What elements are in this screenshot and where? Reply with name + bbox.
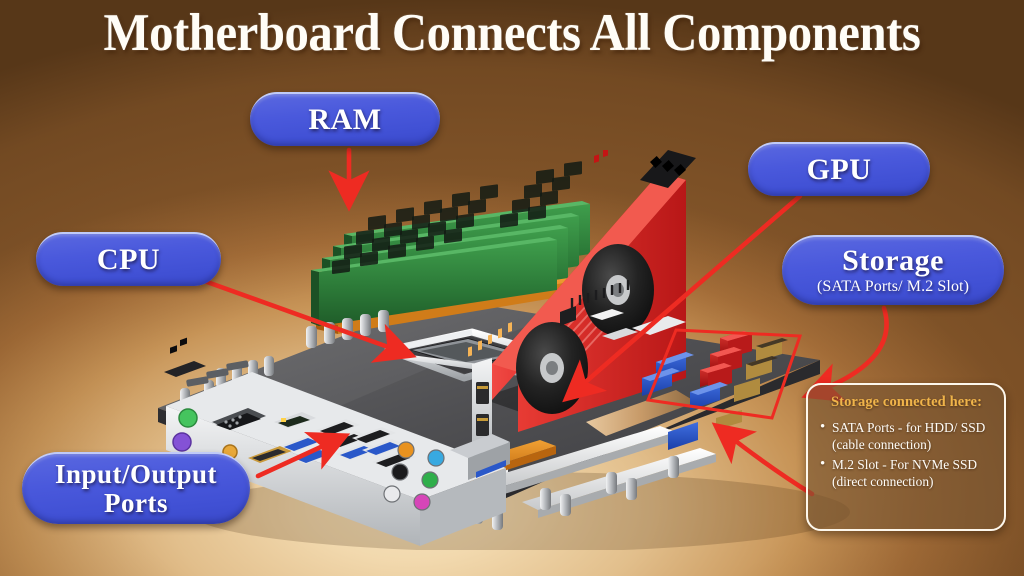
- label-gpu[interactable]: GPU: [748, 142, 930, 196]
- label-gpu-text: GPU: [806, 153, 872, 187]
- callout-list-item: SATA Ports - for HDD/ SSD (cable connect…: [820, 418, 994, 453]
- label-cpu-text: CPU: [96, 243, 161, 277]
- callout-heading: Storage connected here:: [830, 394, 983, 410]
- label-io-line1: Input/Output: [54, 459, 218, 490]
- label-storage-text: Storage: [842, 244, 944, 278]
- label-storage-subtext: (SATA Ports/ M.2 Slot): [816, 278, 970, 296]
- callout-list: SATA Ports - for HDD/ SSD (cable connect…: [817, 418, 996, 491]
- page-title: Motherboard Connects All Components: [103, 4, 921, 62]
- label-ram[interactable]: RAM: [250, 92, 440, 146]
- label-ram-text: RAM: [308, 103, 382, 137]
- callout-list-item: M.2 Slot - For NVMe SSD (direct connecti…: [820, 455, 994, 490]
- label-storage[interactable]: Storage (SATA Ports/ M.2 Slot): [782, 235, 1004, 305]
- label-cpu[interactable]: CPU: [36, 232, 221, 286]
- label-io-line2: Ports: [104, 488, 168, 518]
- storage-callout-box: Storage connected here: SATA Ports - for…: [806, 383, 1006, 531]
- label-input-output-ports[interactable]: Input/Output Ports: [22, 452, 250, 524]
